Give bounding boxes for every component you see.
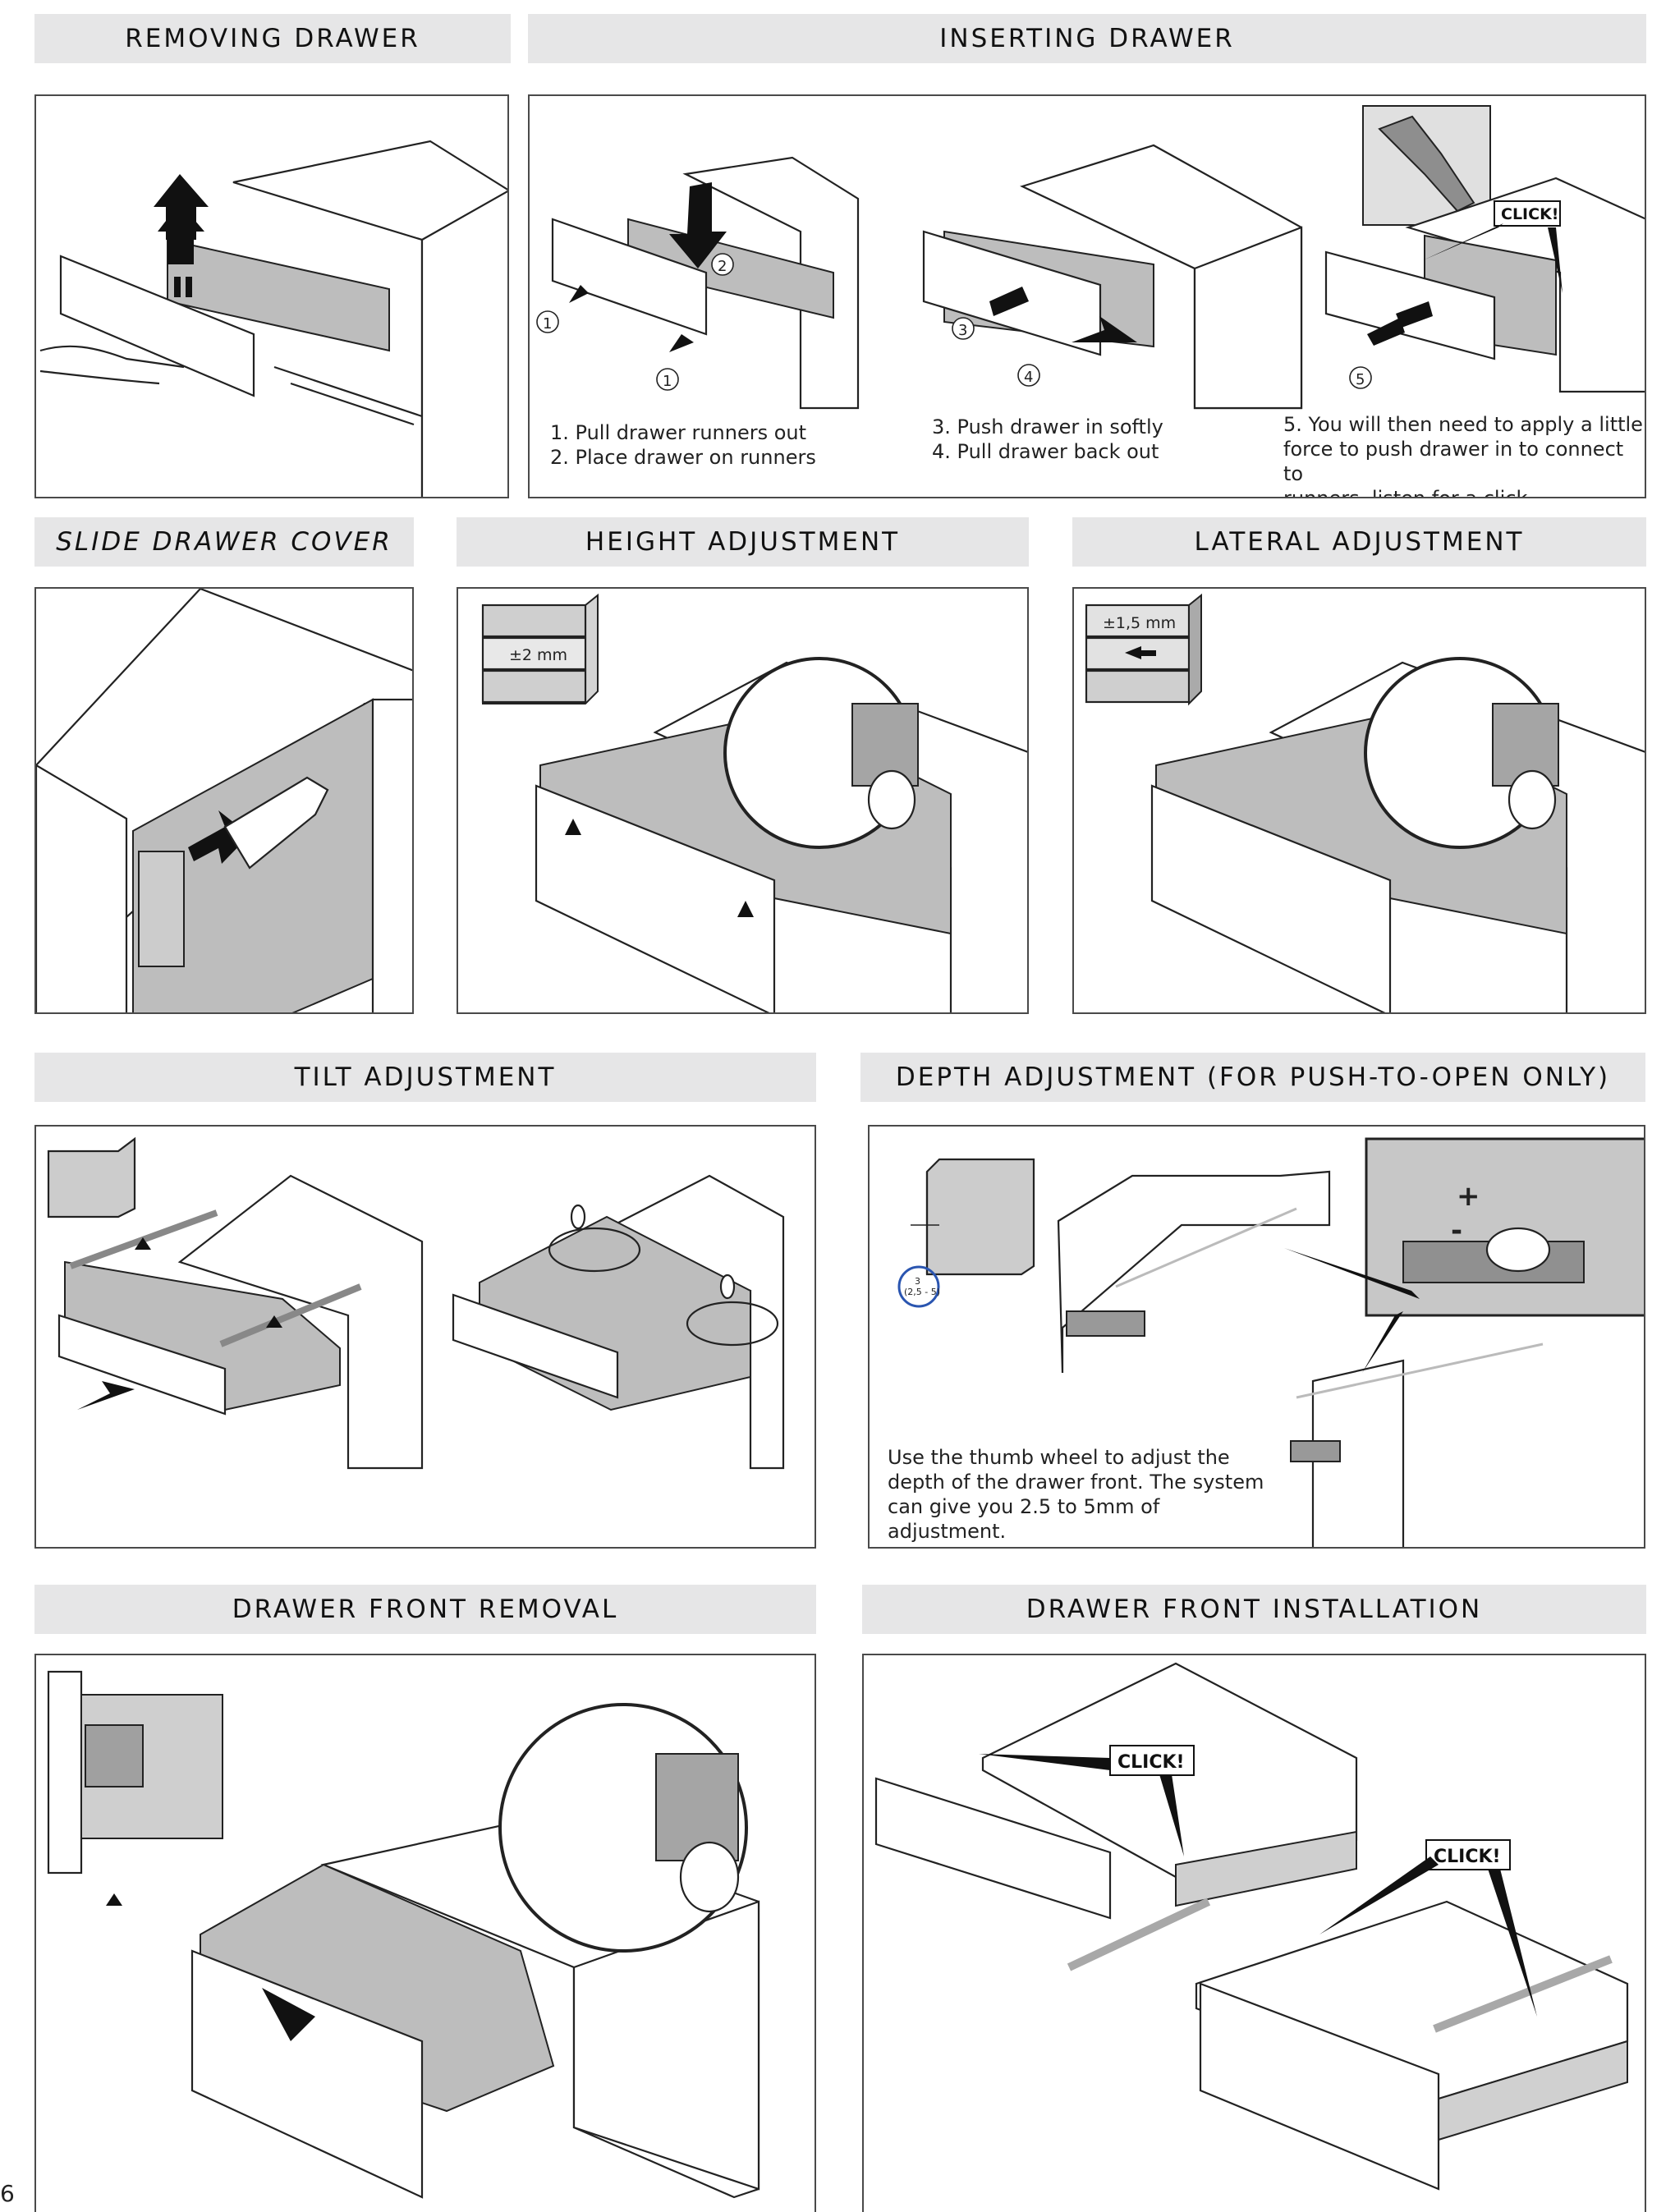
tilt-adjustment-illustration xyxy=(47,1136,785,1470)
removing-drawer-header: REMOVING DRAWER xyxy=(34,14,511,63)
height-adjustment-header: HEIGHT ADJUSTMENT xyxy=(457,517,1029,567)
inserting-caption-steps-3-4: 3. Push drawer in softly 4. Pull drawer … xyxy=(932,415,1163,463)
step-number: 5 xyxy=(1356,371,1365,388)
click-label-1: CLICK! xyxy=(1117,1752,1185,1773)
drawer-front-removal-illustration xyxy=(47,1670,760,2199)
inserting-drawer-header: INSERTING DRAWER xyxy=(528,14,1646,63)
step-number: 2 xyxy=(718,258,727,275)
click-label-2: CLICK! xyxy=(1434,1847,1501,1867)
height-value-label: ±2 mm xyxy=(509,646,567,664)
tilt-adjustment-header: TILT ADJUSTMENT xyxy=(34,1053,816,1102)
height-adjustment-illustration: ±2 mm xyxy=(481,593,1027,1012)
depth-adjustment-header: DEPTH ADJUSTMENT (FOR PUSH-TO-OPEN ONLY) xyxy=(860,1053,1645,1102)
lateral-adjustment-illustration: ±1,5 mm xyxy=(1085,593,1645,1012)
depth-dim-label: 3 xyxy=(915,1276,920,1287)
step-number: 1 xyxy=(663,373,672,390)
lateral-adjustment-header: LATERAL ADJUSTMENT xyxy=(1072,517,1646,567)
removing-drawer-panel xyxy=(34,94,509,498)
depth-minus-label: - xyxy=(1451,1214,1462,1247)
slide-drawer-cover-panel xyxy=(34,587,414,1014)
depth-adjustment-illustration: 3 (2,5 - 5) + - xyxy=(897,1137,1644,1547)
inserting-caption-step-5: 5. You will then need to apply a little … xyxy=(1283,413,1643,498)
depth-adjustment-panel: 3 (2,5 - 5) + - Use the thumb wheel to a… xyxy=(868,1125,1645,1549)
inserting-drawer-panel: 2 1 1 3 4 CLICK! 5 1. Pull drawer runner… xyxy=(528,94,1646,498)
page-number: 6 xyxy=(0,2180,15,2207)
slide-cover-illustration xyxy=(36,589,412,1012)
lateral-value-label: ±1,5 mm xyxy=(1103,614,1176,632)
drawer-front-installation-header: DRAWER FRONT INSTALLATION xyxy=(862,1585,1646,1634)
depth-adjustment-caption: Use the thumb wheel to adjust the depth … xyxy=(888,1446,1264,1543)
inserting-caption-steps-1-2: 1. Pull drawer runners out 2. Place draw… xyxy=(550,421,816,469)
drawer-front-installation-illustration: CLICK! CLICK! xyxy=(874,1662,1629,2191)
step-number: 1 xyxy=(543,315,552,333)
inserting-drawer-illustration: 2 1 1 3 4 CLICK! 5 xyxy=(536,105,1645,410)
depth-plus-label: + xyxy=(1457,1180,1480,1213)
drawer-front-removal-header: DRAWER FRONT REMOVAL xyxy=(34,1585,816,1634)
height-adjustment-panel: ±2 mm xyxy=(457,587,1029,1014)
drawer-front-removal-panel xyxy=(34,1654,816,2212)
tilt-adjustment-panel xyxy=(34,1125,816,1549)
click-label: CLICK! xyxy=(1501,205,1558,223)
removing-drawer-illustration xyxy=(39,140,507,497)
step-number: 3 xyxy=(958,322,967,339)
slide-drawer-cover-header: SLIDE DRAWER COVER xyxy=(34,517,414,567)
depth-range-label: (2,5 - 5) xyxy=(904,1287,940,1297)
lateral-adjustment-panel: ±1,5 mm xyxy=(1072,587,1646,1014)
drawer-front-installation-panel: CLICK! CLICK! xyxy=(862,1654,1646,2212)
step-number: 4 xyxy=(1024,369,1033,386)
